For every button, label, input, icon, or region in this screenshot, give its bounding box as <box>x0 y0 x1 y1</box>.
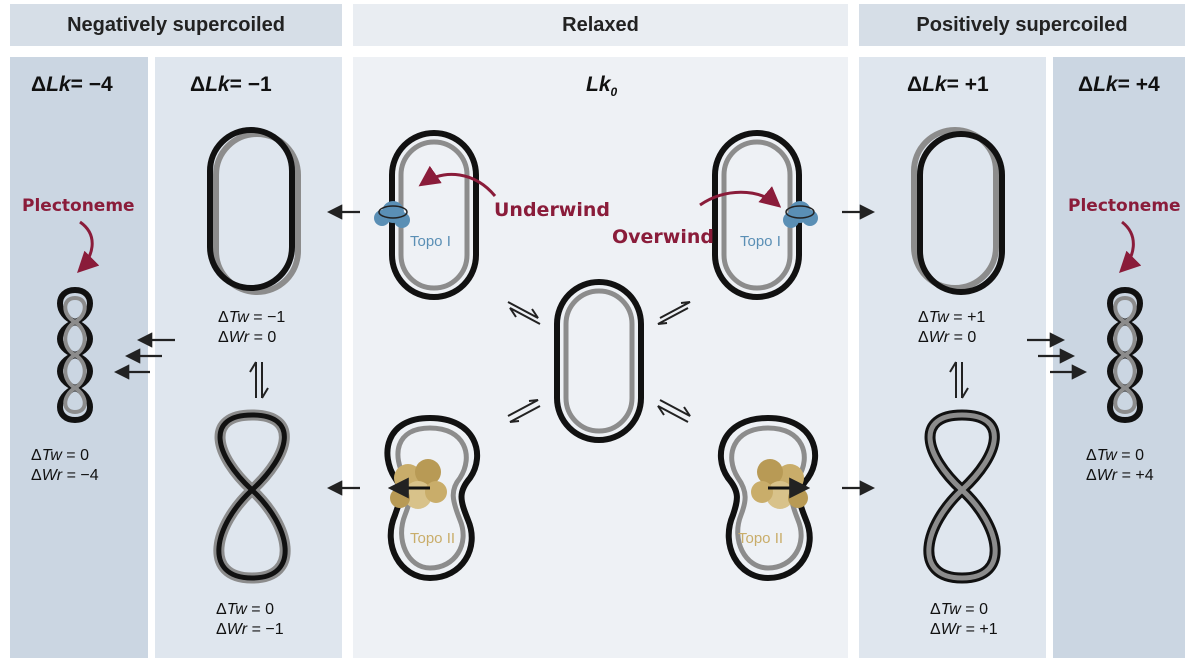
title-neg1: ΔLk= −1 <box>190 73 272 96</box>
topo1-right-enzyme <box>783 201 818 228</box>
topo1-left-enzyme <box>374 201 410 228</box>
plectoneme-label-right: Plectoneme <box>1068 196 1181 216</box>
header-relaxed: Relaxed <box>353 4 848 46</box>
equilibrium-arrows <box>249 301 969 423</box>
panel-relaxed <box>353 57 848 658</box>
eq-neg1-bottom: ΔTw = 0 ΔWr = −1 <box>216 601 284 638</box>
topo2-left-enzyme <box>387 459 447 509</box>
topo2-label-left: Topo II <box>410 530 456 547</box>
title-relaxed: Lk0 <box>586 73 618 100</box>
header-negative: Negatively supercoiled <box>10 4 342 46</box>
topo2-right-enzyme <box>751 459 811 509</box>
plectoneme-right <box>1107 286 1143 424</box>
title-pos1: ΔLk= +1 <box>907 73 989 96</box>
panel-neg1 <box>155 57 342 658</box>
plectoneme-left <box>57 286 93 424</box>
neg1-figure-eight <box>213 409 291 584</box>
red-arrows <box>77 165 1142 273</box>
relaxed-circle <box>554 279 644 443</box>
pos1-twisted-circle <box>911 127 1005 295</box>
title-neg4: ΔLk= −4 <box>31 73 113 96</box>
header-positive: Positively supercoiled <box>859 4 1185 46</box>
overwind-label: Overwind <box>612 226 714 248</box>
eq-pos1-bottom: ΔTw = 0 ΔWr = +1 <box>930 601 998 638</box>
neg1-twisted-circle <box>207 127 301 295</box>
topo1-label-left: Topo I <box>410 233 451 250</box>
topo1-label-right: Topo I <box>740 233 781 250</box>
title-pos4: ΔLk= +4 <box>1078 73 1160 96</box>
eq-pos1-top: ΔTw = +1 ΔWr = 0 <box>918 309 986 346</box>
plectoneme-label-left: Plectoneme <box>22 196 135 216</box>
eq-neg4: ΔTw = 0 ΔWr = −4 <box>31 447 99 484</box>
topo2-label-right: Topo II <box>738 530 784 547</box>
underwind-label: Underwind <box>494 199 611 221</box>
panel-pos1 <box>859 57 1046 658</box>
solid-arrows <box>113 204 1088 496</box>
eq-pos4: ΔTw = 0 ΔWr = +4 <box>1086 447 1154 484</box>
pos1-figure-eight <box>923 409 1001 584</box>
eq-neg1-top: ΔTw = −1 ΔWr = 0 <box>218 309 286 346</box>
